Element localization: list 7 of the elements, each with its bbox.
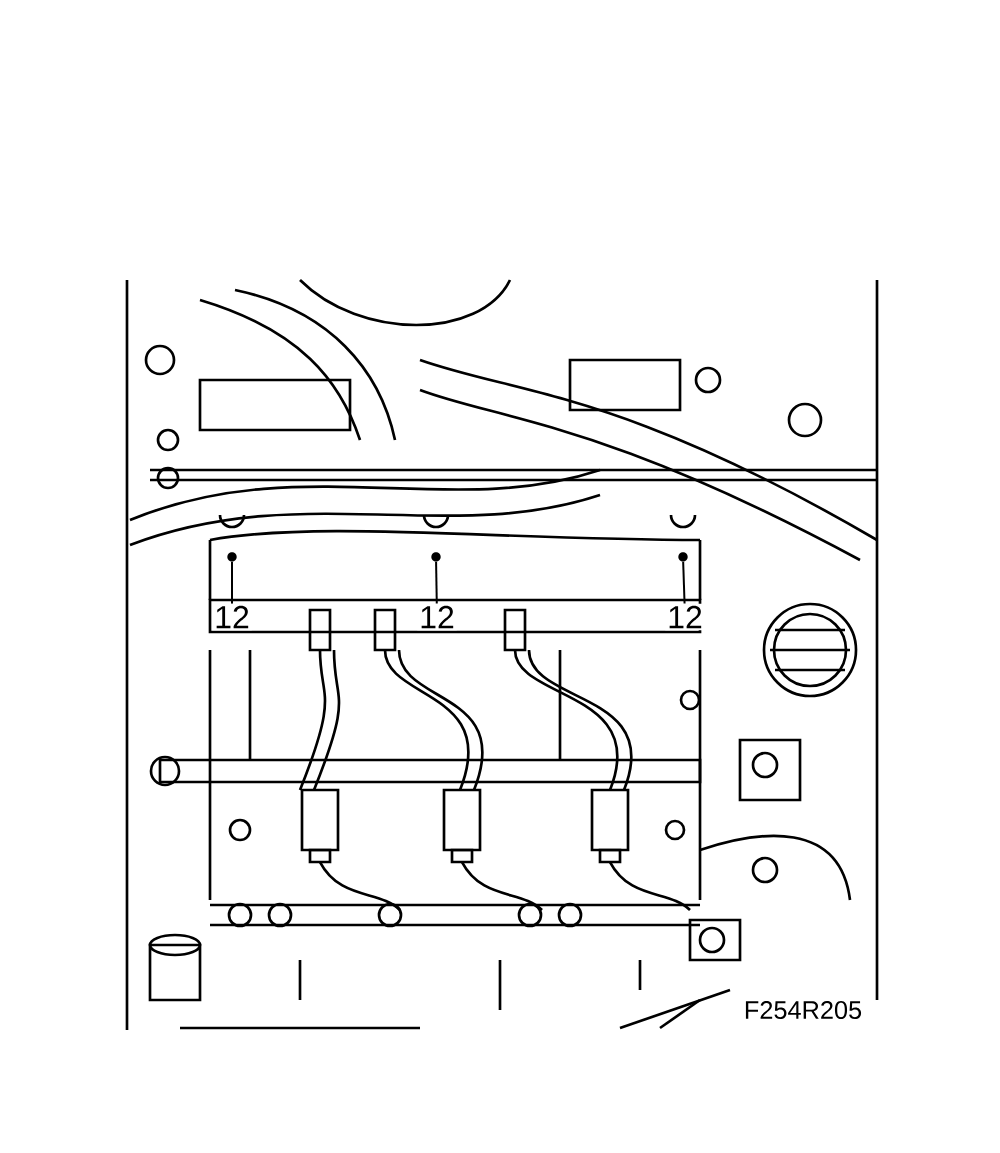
figure-code: F254R205 bbox=[742, 999, 864, 1021]
leader-line bbox=[435, 560, 438, 605]
leader-line bbox=[231, 560, 233, 605]
leader-line bbox=[682, 560, 686, 605]
callout-number: 12 bbox=[665, 603, 705, 631]
callout-number: 12 bbox=[212, 603, 252, 631]
callout-number: 12 bbox=[417, 603, 457, 631]
